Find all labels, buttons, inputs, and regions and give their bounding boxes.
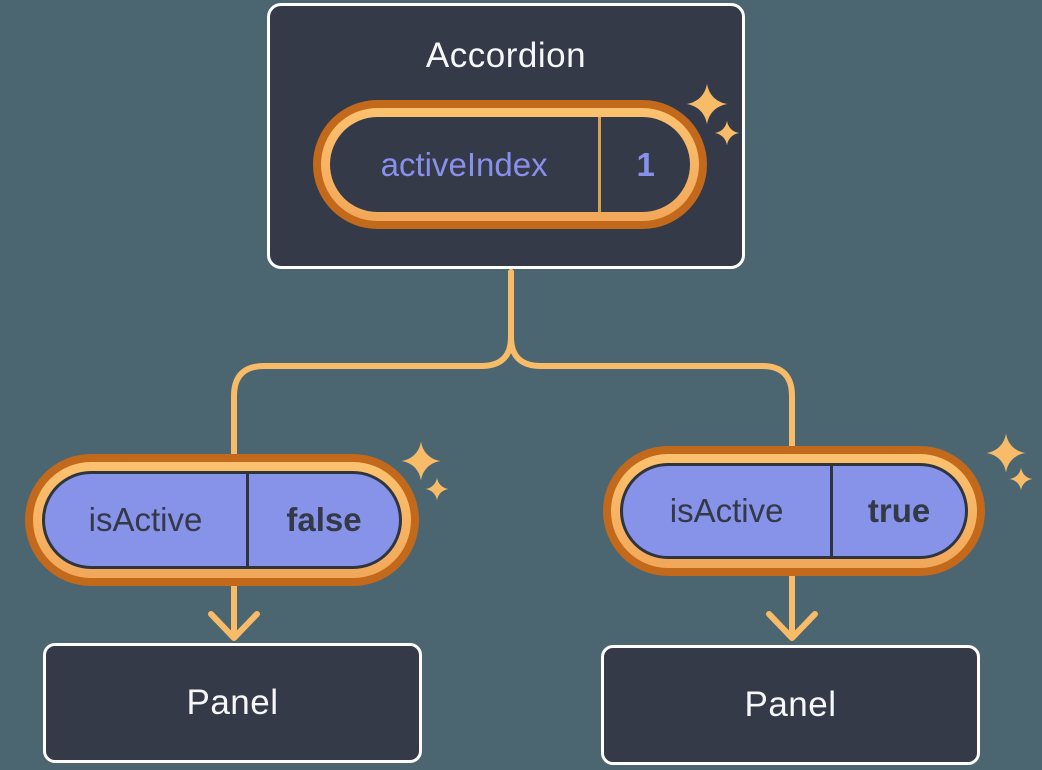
state-pill-divider [598, 117, 602, 212]
arrow-down-icon [766, 611, 818, 641]
connector-branch-left [231, 269, 514, 634]
prop-name: isActive [669, 492, 784, 529]
prop-pill-ring: isActive false [33, 462, 411, 578]
sparkle-icon [1009, 467, 1033, 491]
prop-pill-left: isActive false [25, 454, 419, 586]
sparkle-icon [686, 83, 728, 125]
prop-name: isActive [88, 501, 203, 538]
sparkle-icon [714, 120, 740, 146]
accordion-title: Accordion [425, 36, 587, 75]
prop-value: true [867, 492, 931, 529]
state-name: activeIndex [380, 145, 548, 183]
prop-pill-divider [830, 466, 834, 556]
prop-value: false [286, 501, 362, 538]
sparkle-icon [401, 441, 441, 481]
prop-pill-divider [246, 474, 249, 566]
prop-pill-right: isActive true [603, 446, 985, 576]
panel-box-left: Panel [43, 643, 422, 763]
sparkle-icon [986, 433, 1026, 473]
prop-pill-body: isActive true [620, 463, 968, 559]
panel-box-right: Panel [601, 645, 980, 765]
prop-pill-body: isActive false [42, 471, 402, 569]
state-pill-ring: activeIndex 1 [321, 108, 699, 221]
prop-pill-ring: isActive true [611, 454, 977, 568]
state-pill-body: activeIndex 1 [330, 117, 690, 212]
arrow-down-icon [208, 611, 260, 641]
state-pill: activeIndex 1 [313, 100, 707, 229]
connector-branch-right [508, 269, 795, 634]
panel-title: Panel [186, 683, 279, 722]
panel-title: Panel [744, 685, 837, 724]
state-value: 1 [636, 145, 655, 183]
sparkle-icon [425, 477, 449, 501]
